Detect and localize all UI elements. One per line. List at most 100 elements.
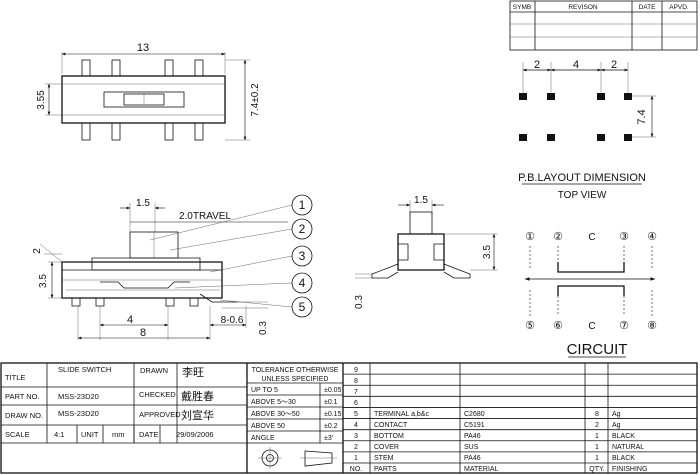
date-label: DATE bbox=[139, 430, 158, 439]
side-view: 1.5 2.0TRAVEL 2 3.5 bbox=[32, 198, 288, 340]
bom-no-2: 2 bbox=[354, 444, 358, 451]
balloon-5 bbox=[291, 296, 313, 318]
tolerance-value-4: ±0.2 bbox=[324, 423, 338, 430]
dim-bottom-range: 8-0.6 bbox=[221, 315, 244, 326]
bom-material-4: C5191 bbox=[464, 422, 485, 429]
rev-header-apvd: APVD. bbox=[669, 4, 689, 11]
tolerance-range-3: ABOVE 30～50 bbox=[251, 411, 300, 418]
draw-no-label: DRAW NO. bbox=[5, 411, 43, 420]
rev-header-symb: SYMB bbox=[513, 4, 531, 11]
circuit-top-label-1: ① bbox=[525, 231, 535, 243]
drawn-value: 李旺 bbox=[182, 365, 204, 379]
circuit-bottom-label-c: C bbox=[588, 321, 595, 332]
bom-header-no: NO. bbox=[350, 466, 363, 473]
tolerance-header-line2: UNLESS SPECIFIED bbox=[262, 376, 329, 383]
circuit-title: CIRCUIT bbox=[567, 341, 628, 358]
end-view: 1.5 3.5 0.3 bbox=[354, 195, 498, 309]
bom-part-3: BOTTOM bbox=[374, 433, 404, 440]
dim-side-width: 1.5 bbox=[136, 198, 150, 209]
tolerance-value-3: ±0.15 bbox=[324, 411, 342, 418]
tolerance-value-5: ±3' bbox=[324, 435, 333, 442]
date-value: 29/09/2006 bbox=[176, 430, 214, 439]
drawn-label: DRAWN bbox=[140, 366, 168, 375]
unit-label: UNIT bbox=[81, 430, 99, 439]
bom-header-qty: QTY. bbox=[589, 466, 604, 473]
bom-no-7: 7 bbox=[354, 389, 358, 396]
balloon-3 bbox=[291, 245, 313, 267]
bom-header-material: MATERIAL bbox=[464, 466, 499, 473]
title-block: TITLE SLIDE SWITCH DRAWN 李旺 PART NO. MSS… bbox=[0, 362, 698, 474]
circuit-bottom-label-8: ⑧ bbox=[647, 320, 657, 332]
dim-side-height-top: 2 bbox=[32, 248, 43, 254]
dim-top-height-left: 3.55 bbox=[36, 90, 47, 110]
bom-header-finishing: FINISHING bbox=[612, 466, 647, 473]
balloon-2-label: 2 bbox=[299, 222, 306, 236]
circuit-top-label-c: C bbox=[588, 232, 595, 243]
pb-layout: 2 4 2 7.4 P.B.LAYOUT DIMENSION TOP VIEW bbox=[518, 59, 656, 201]
bom-no-4: 4 bbox=[354, 422, 358, 429]
balloon-4-label: 4 bbox=[299, 276, 306, 290]
dim-travel: 2.0TRAVEL bbox=[179, 211, 231, 222]
scale-label: SCALE bbox=[5, 430, 30, 439]
bom-part-1: STEM bbox=[374, 455, 394, 462]
approved-label: APPROVED bbox=[139, 410, 181, 419]
bom-qty-1: 1 bbox=[595, 455, 599, 462]
bom-no-5: 5 bbox=[354, 411, 358, 418]
circuit-top-label-2: ② bbox=[553, 231, 563, 243]
balloon-5-label: 5 bbox=[299, 300, 306, 314]
pb-layout-title: P.B.LAYOUT DIMENSION bbox=[518, 172, 646, 184]
projection-symbol-icon bbox=[258, 447, 337, 469]
circuit-diagram: ① ② C ③ ④ ⑤ ⑥ C ⑦ ⑧ CIRCUIT bbox=[524, 231, 657, 358]
pb-layout-subtitle: TOP VIEW bbox=[558, 190, 607, 201]
circuit-top-label-3: ③ bbox=[619, 231, 629, 243]
bom-qty-2: 1 bbox=[595, 444, 599, 451]
part-no-label: PART NO. bbox=[5, 392, 40, 401]
balloon-4 bbox=[291, 272, 313, 294]
dim-top-width: 13 bbox=[137, 42, 149, 54]
circuit-bottom-label-7: ⑦ bbox=[619, 320, 629, 332]
bom-qty-3: 1 bbox=[595, 433, 599, 440]
checked-value: 戴胜春 bbox=[181, 389, 214, 403]
bom-finish-5: Ag bbox=[612, 411, 621, 418]
tolerance-value-1: ±0.05 bbox=[324, 387, 342, 394]
bom-material-1: PA46 bbox=[464, 455, 481, 462]
tolerance-range-1: UP TO 5 bbox=[251, 387, 278, 394]
bom-no-3: 3 bbox=[354, 433, 358, 440]
bom-no-8: 8 bbox=[354, 378, 358, 385]
bom-qty-4: 2 bbox=[595, 422, 599, 429]
dim-layout-b: 4 bbox=[573, 59, 579, 71]
bom-finish-2: NATURAL bbox=[612, 444, 644, 451]
balloon-3-label: 3 bbox=[299, 249, 306, 263]
part-no-value: MSS-23D20 bbox=[58, 392, 99, 401]
title-label: TITLE bbox=[5, 373, 25, 382]
circuit-bottom-label-6: ⑥ bbox=[553, 320, 563, 332]
balloon-callouts: 1 2 3 4 5 bbox=[149, 194, 313, 318]
rev-header-date: DATE bbox=[639, 4, 657, 11]
bom-part-4: CONTACT bbox=[374, 422, 408, 429]
rev-header-revison: REVISON bbox=[568, 4, 598, 11]
dim-end-offset: 0.3 bbox=[354, 295, 365, 309]
dim-side-height-left: 3.5 bbox=[38, 274, 49, 288]
bom-finish-3: BLACK bbox=[612, 433, 635, 440]
top-view: 13 3.55 7.4±0.2 bbox=[36, 42, 261, 141]
bom-header-parts: PARTS bbox=[374, 466, 397, 473]
scale-value: 4:1 bbox=[54, 430, 64, 439]
dim-bottom-offset: 0.3 bbox=[258, 321, 269, 335]
balloon-1 bbox=[291, 194, 313, 216]
bom-qty-5: 8 bbox=[595, 411, 599, 418]
bom-part-5: TERMINAL a,b&c bbox=[374, 411, 429, 418]
tolerance-range-5: ANGLE bbox=[251, 435, 275, 442]
circuit-bottom-label-5: ⑤ bbox=[525, 320, 535, 332]
bom-finish-1: BLACK bbox=[612, 455, 635, 462]
revision-block: SYMB REVISON DATE APVD. bbox=[509, 0, 698, 51]
draw-no-value: MSS-23D20 bbox=[58, 409, 99, 418]
dim-end-width: 1.5 bbox=[414, 195, 428, 206]
dim-layout-c: 2 bbox=[611, 59, 617, 71]
dim-bottom-span: 8 bbox=[140, 327, 146, 339]
title-value: SLIDE SWITCH bbox=[58, 365, 111, 374]
approved-value: 刘宣华 bbox=[181, 408, 214, 422]
bom-finish-4: Ag bbox=[612, 422, 621, 429]
tolerance-range-4: ABOVE 50 bbox=[251, 423, 285, 430]
balloon-1-label: 1 bbox=[299, 198, 306, 212]
